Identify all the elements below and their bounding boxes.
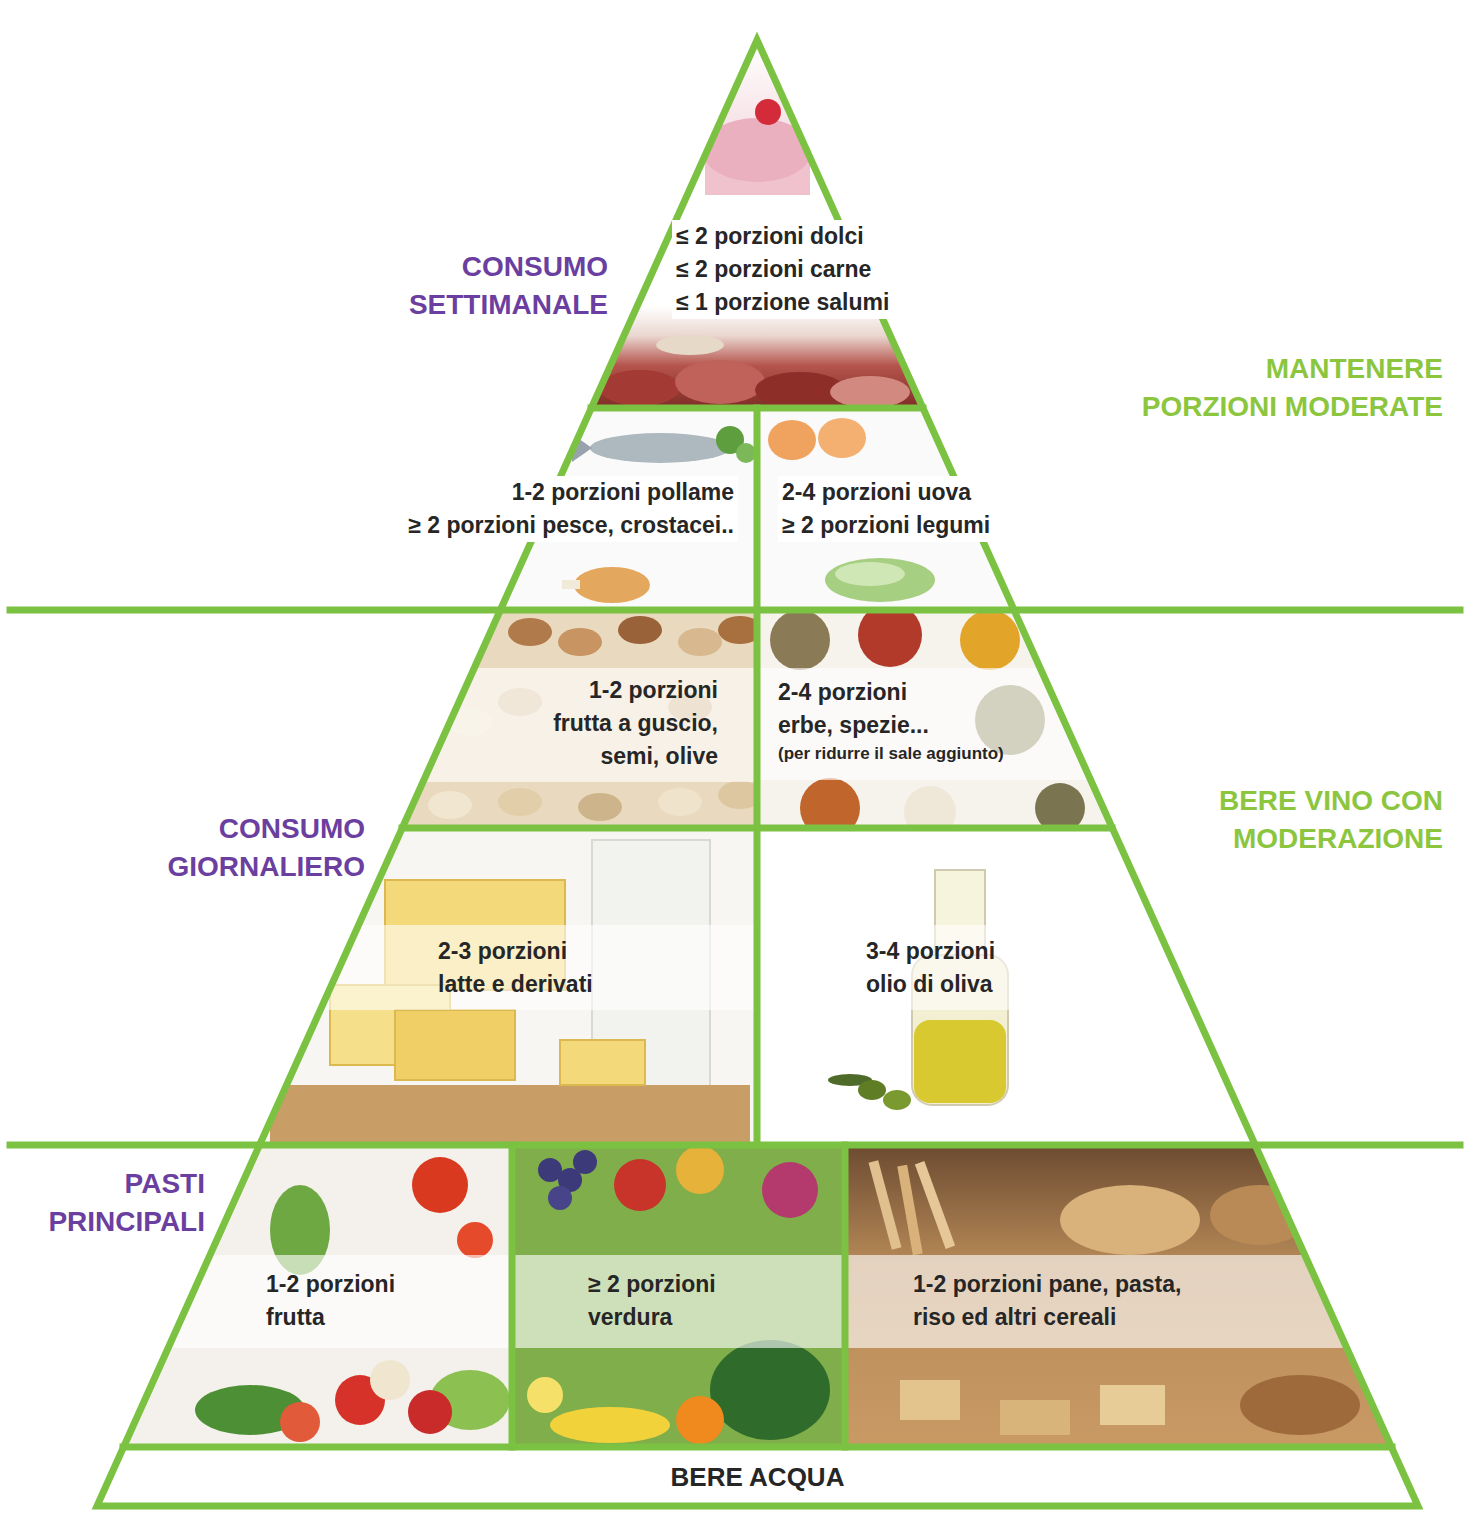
fruit-cell: 1-2 porzioni frutta: [266, 1268, 411, 1334]
water-band: BERE ACQUA: [97, 1450, 1418, 1504]
portion-text: 1-2 porzioni pane, pasta, riso ed altri …: [913, 1268, 1213, 1334]
protein-cell: 1-2 porzioni pollame≥ 2 porzioni pesce, …: [290, 476, 738, 542]
category-label: PASTI PRINCIPALI: [15, 1165, 205, 1241]
portion-text: ≥ 2 porzioni pesce, crostacei..: [404, 509, 738, 542]
category-label: CONSUMO GIORNALIERO: [145, 810, 365, 886]
category-label: MANTENERE PORZIONI MODERATE: [1131, 350, 1443, 426]
portion-text: ≤ 2 porzioni dolci: [672, 220, 868, 253]
portion-text: 1-2 porzioni pollame: [508, 476, 738, 509]
portion-text: ≤ 2 porzioni carne: [672, 253, 875, 286]
weekly-cell: ≤ 2 porzioni dolci≤ 2 porzioni carne≤ 1 …: [672, 220, 972, 319]
portion-text: ≥ 2 porzioni legumi: [778, 509, 994, 542]
vegetable-cell: ≥ 2 porzioni verdura: [588, 1268, 733, 1334]
category-label: CONSUMO SETTIMANALE: [388, 248, 608, 324]
portion-text: 1-2 porzioni frutta a guscio, semi, oliv…: [534, 674, 718, 773]
portion-text: 2-4 porzioni erbe, spezie...: [778, 676, 950, 742]
portion-text: (per ridurre il sale aggiunto): [778, 742, 1098, 766]
protein-cell: 2-4 porzioni uova≥ 2 porzioni legumi: [778, 476, 1078, 542]
portion-text: 2-4 porzioni uova: [778, 476, 975, 509]
portion-text: BERE ACQUA: [97, 1450, 1418, 1504]
herbs-cell: 2-4 porzioni erbe, spezie...(per ridurre…: [778, 676, 1098, 766]
portion-text: ≥ 2 porzioni verdura: [588, 1268, 733, 1334]
portion-text: 2-3 porzioni latte e derivati: [438, 935, 608, 1001]
oil-cell: 3-4 porzioni olio di oliva: [866, 935, 1021, 1001]
nuts-cell: 1-2 porzioni frutta a guscio, semi, oliv…: [534, 674, 718, 773]
portion-text: ≤ 1 porzione salumi: [672, 286, 893, 319]
portion-text: 3-4 porzioni olio di oliva: [866, 935, 1021, 1001]
category-label: BERE VINO CON MODERAZIONE: [1143, 782, 1443, 858]
portion-text: 1-2 porzioni frutta: [266, 1268, 411, 1334]
cereal-cell: 1-2 porzioni pane, pasta, riso ed altri …: [913, 1268, 1213, 1334]
dairy-cell: 2-3 porzioni latte e derivati: [438, 935, 608, 1001]
